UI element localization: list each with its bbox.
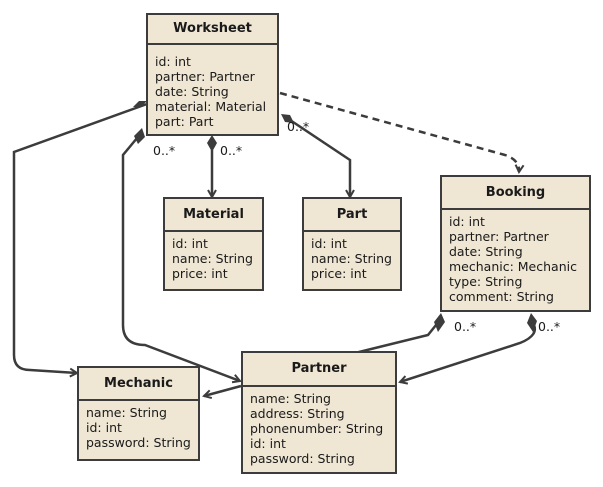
multiplicity-worksheet-partner: 0..* bbox=[153, 143, 176, 158]
attribute: type: String bbox=[449, 274, 523, 289]
attribute: name: String bbox=[250, 391, 331, 406]
class-name: Booking bbox=[442, 177, 589, 210]
attribute: partner: Partner bbox=[449, 229, 549, 244]
class-attributes: name: String address: String phonenumber… bbox=[243, 387, 395, 466]
link-booking-partner-a bbox=[354, 313, 445, 355]
composition-diamond bbox=[281, 114, 294, 123]
class-name: Part bbox=[304, 199, 400, 232]
attribute: address: String bbox=[250, 406, 345, 421]
class-name: Worksheet bbox=[148, 15, 277, 45]
multiplicity-worksheet-material: 0..* bbox=[220, 143, 243, 158]
composition-diamond bbox=[207, 135, 217, 152]
class-booking[interactable]: Booking id: int partner: Partner date: S… bbox=[440, 175, 591, 312]
composition-diamond bbox=[134, 128, 145, 144]
class-attributes: id: int partner: Partner date: String me… bbox=[442, 210, 589, 304]
attribute: name: String bbox=[311, 251, 392, 266]
attribute: password: String bbox=[86, 435, 191, 450]
attribute: name: String bbox=[172, 251, 253, 266]
link-worksheet-booking bbox=[279, 91, 519, 172]
link-worksheet-partner bbox=[121, 128, 240, 381]
attribute: password: String bbox=[250, 451, 355, 466]
multiplicity-worksheet-part: 0..* bbox=[287, 119, 310, 134]
attribute: date: String bbox=[449, 244, 523, 259]
attribute: partner: Partner bbox=[155, 69, 255, 84]
link-worksheet-mechanic bbox=[12, 101, 148, 373]
attribute: material: Material bbox=[155, 99, 267, 114]
class-name: Mechanic bbox=[79, 368, 198, 401]
class-attributes: id: int partner: Partner date: String ma… bbox=[148, 45, 277, 129]
attribute: price: int bbox=[311, 266, 367, 281]
class-attributes: name: String id: int password: String bbox=[79, 401, 198, 450]
link-worksheet-part bbox=[281, 114, 350, 197]
composition-diamond bbox=[434, 313, 445, 332]
attribute: id: int bbox=[155, 54, 191, 69]
class-part[interactable]: Part id: int name: String price: int bbox=[302, 197, 402, 291]
link-worksheet-material bbox=[207, 135, 217, 197]
attribute: name: String bbox=[86, 405, 167, 420]
link-booking-partner-b bbox=[400, 313, 537, 382]
class-name: Material bbox=[165, 199, 262, 232]
attribute: id: int bbox=[449, 214, 485, 229]
attribute: id: int bbox=[172, 236, 208, 251]
class-worksheet[interactable]: Worksheet id: int partner: Partner date:… bbox=[146, 13, 279, 136]
class-material[interactable]: Material id: int name: String price: int bbox=[163, 197, 264, 291]
composition-diamond bbox=[527, 313, 537, 332]
attribute: mechanic: Mechanic bbox=[449, 259, 577, 274]
attribute: price: int bbox=[172, 266, 228, 281]
attribute: date: String bbox=[155, 84, 229, 99]
attribute: id: int bbox=[250, 436, 286, 451]
attribute: part: Part bbox=[155, 114, 214, 129]
class-attributes: id: int name: String price: int bbox=[304, 232, 400, 281]
composition-diamond bbox=[133, 101, 147, 107]
class-partner[interactable]: Partner name: String address: String pho… bbox=[241, 351, 397, 474]
multiplicity-booking-mechanic: 0..* bbox=[538, 319, 561, 334]
attribute: phonenumber: String bbox=[250, 421, 384, 436]
class-mechanic[interactable]: Mechanic name: String id: int password: … bbox=[77, 366, 200, 461]
class-name: Partner bbox=[243, 353, 395, 387]
attribute: id: int bbox=[311, 236, 347, 251]
class-attributes: id: int name: String price: int bbox=[165, 232, 262, 281]
multiplicity-booking-partner: 0..* bbox=[454, 319, 477, 334]
attribute: comment: String bbox=[449, 289, 554, 304]
link-partner-mechanic bbox=[204, 384, 242, 396]
attribute: id: int bbox=[86, 420, 122, 435]
